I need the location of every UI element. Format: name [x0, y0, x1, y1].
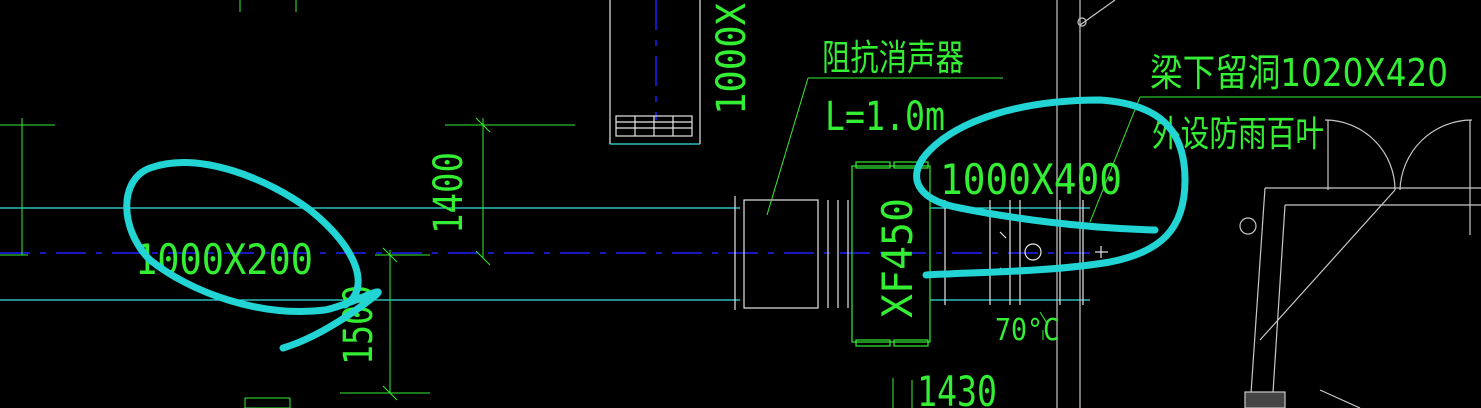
- silencer-label: 阻抗消声器: [822, 38, 964, 79]
- wall-outline: [1056, 0, 1481, 408]
- damper-temp-label: 70°C: [995, 313, 1059, 348]
- fan-code-label: XF450: [873, 198, 922, 318]
- opening-note-label: 梁下留洞1020X420: [1150, 51, 1448, 95]
- leader-lines: [766, 77, 1481, 223]
- markup-ellipse-right: [913, 96, 1189, 279]
- duct-size-left-label: 1000X200: [135, 235, 313, 284]
- silencer-length-label: L=1.0m: [825, 94, 945, 140]
- dimension-lines: [0, 0, 1049, 408]
- dim-1430-label: 1430: [917, 367, 997, 408]
- duct-size-right-label: 1000X400: [940, 155, 1122, 204]
- dim-1400-label: 1400: [426, 152, 472, 234]
- duct-centerline: [0, 0, 1090, 254]
- riser-duct: [609, 0, 701, 144]
- fan-unit: [851, 161, 931, 347]
- silencer-body: [734, 196, 849, 310]
- riser-size-label: 1000X: [709, 3, 755, 115]
- markup-ellipse-left: [123, 159, 382, 352]
